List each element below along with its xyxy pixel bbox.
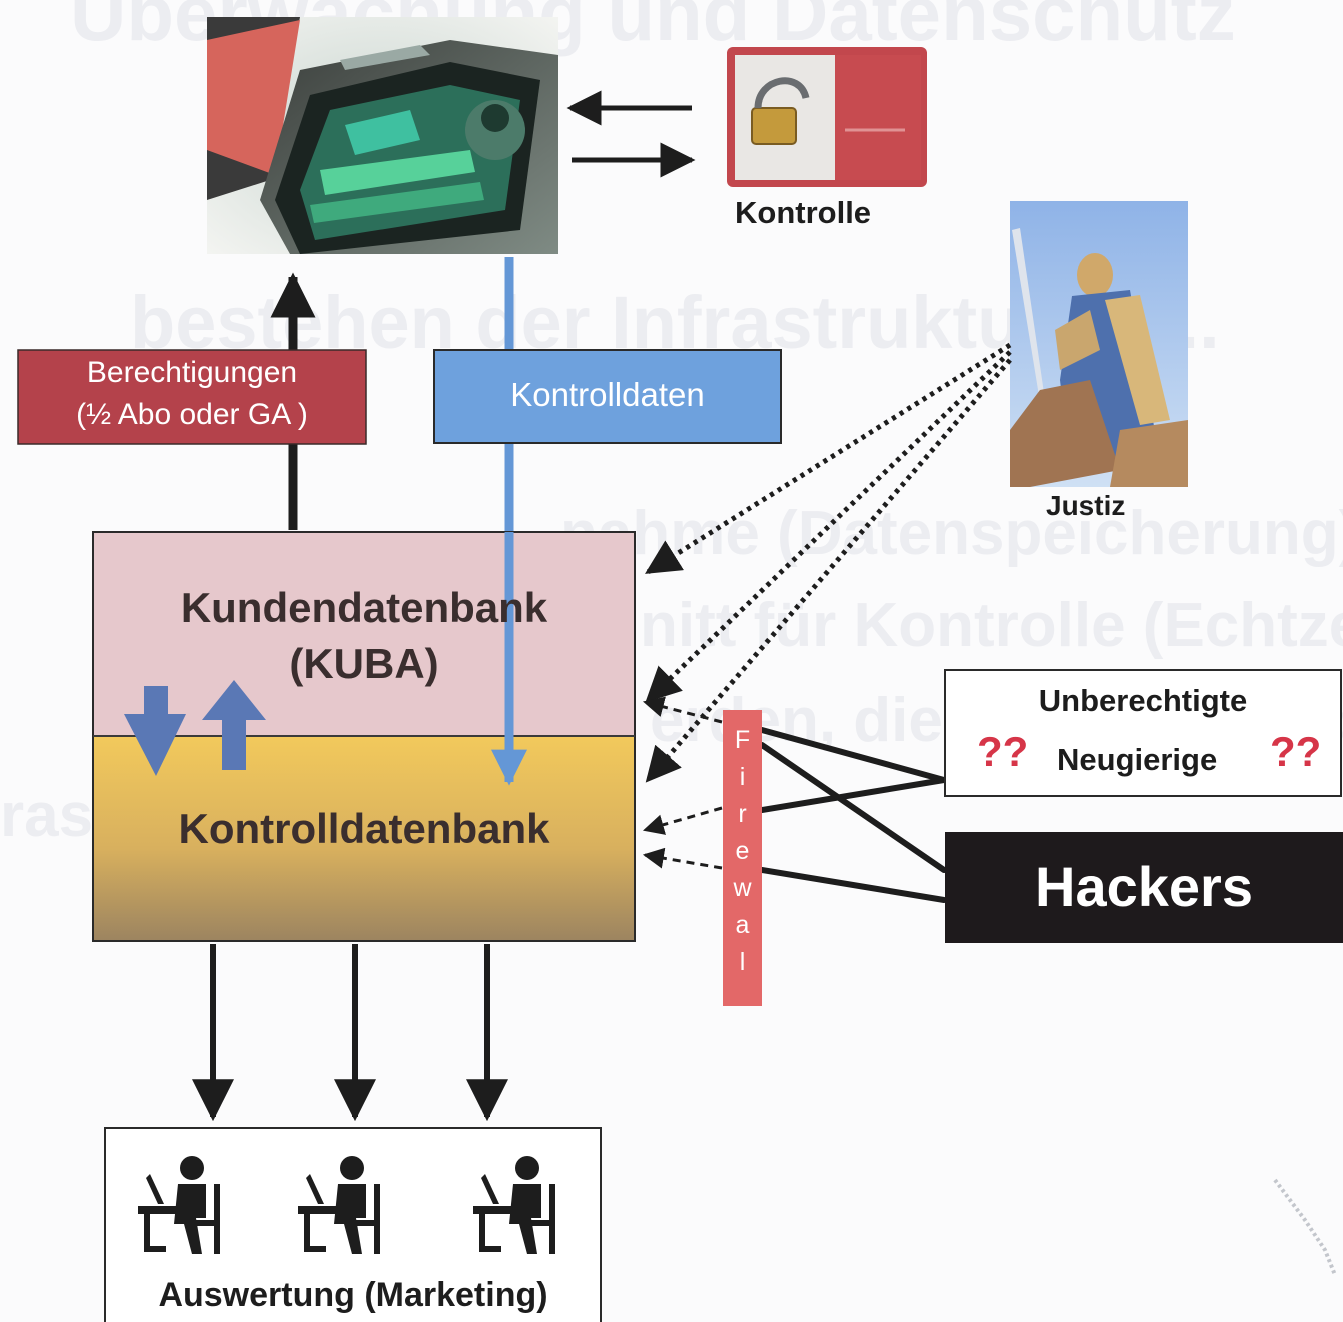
open-padlock-icon: [727, 47, 927, 187]
firewall-bar: [723, 710, 762, 1006]
db-sync-down-arrow: [124, 686, 186, 776]
db-sync-up-arrow: [202, 680, 266, 770]
firewall-letter: w: [733, 874, 752, 902]
justiz-label: Justiz: [1046, 490, 1126, 521]
hackers-label: Hackers: [1035, 855, 1253, 918]
unberechtigte-box: [944, 669, 1342, 797]
kontrolle-label: Kontrolle: [735, 195, 872, 230]
justitia-statue-icon: [1010, 201, 1188, 487]
auswertung-label: Auswertung (Marketing): [158, 1276, 548, 1314]
firewall-letter: i: [739, 763, 746, 791]
kontrolldatenbank-label: Kontrolldatenbank: [178, 805, 550, 852]
background-text-4: nitt für Kontrolle (Echtzeit): [640, 591, 1343, 660]
kundendatenbank-label: Kundendatenbank: [180, 584, 548, 631]
question-marks-right: ??: [1270, 728, 1322, 775]
firewall-letter: r: [738, 800, 747, 828]
smartphone-ticket-icon: [207, 17, 558, 254]
person-at-desk-icon: [138, 1156, 220, 1254]
kuba-label: (KUBA): [289, 640, 439, 687]
intrusion-arrows: [642, 696, 723, 870]
question-marks-left: ??: [977, 728, 1029, 775]
firewall-letter: F: [734, 726, 751, 754]
hackers-box: [945, 832, 1343, 943]
kontrolldaten-box: [433, 349, 782, 444]
auswertung-arrows: [192, 944, 508, 1122]
person-at-desk-icon: [473, 1156, 555, 1254]
firewall-letter: e: [735, 837, 750, 865]
neugierige-label: Neugierige: [1057, 742, 1218, 777]
berechtigungen-label-2: (½ Abo oder GA ): [76, 398, 308, 431]
kontrolldatenbank-box: [92, 735, 636, 942]
person-at-desk-icon: [298, 1156, 380, 1254]
background-text-3: nahme (Datenspeicherung): [560, 499, 1343, 568]
berechtigungen-box: [17, 349, 367, 445]
firewall-letter: a: [735, 911, 750, 939]
berechtigungen-label-1: Berechtigungen: [86, 356, 298, 389]
firewall-letter: l: [739, 948, 746, 976]
justiz-access-arrows: [645, 342, 1012, 783]
kontrolldaten-label: Kontrolldaten: [510, 376, 705, 413]
kundendatenbank-box: [92, 531, 636, 737]
unberechtigte-label: Unberechtigte: [1038, 683, 1248, 718]
firewall-label: F i r e w a l: [723, 722, 762, 981]
attacker-lines: [759, 727, 947, 903]
